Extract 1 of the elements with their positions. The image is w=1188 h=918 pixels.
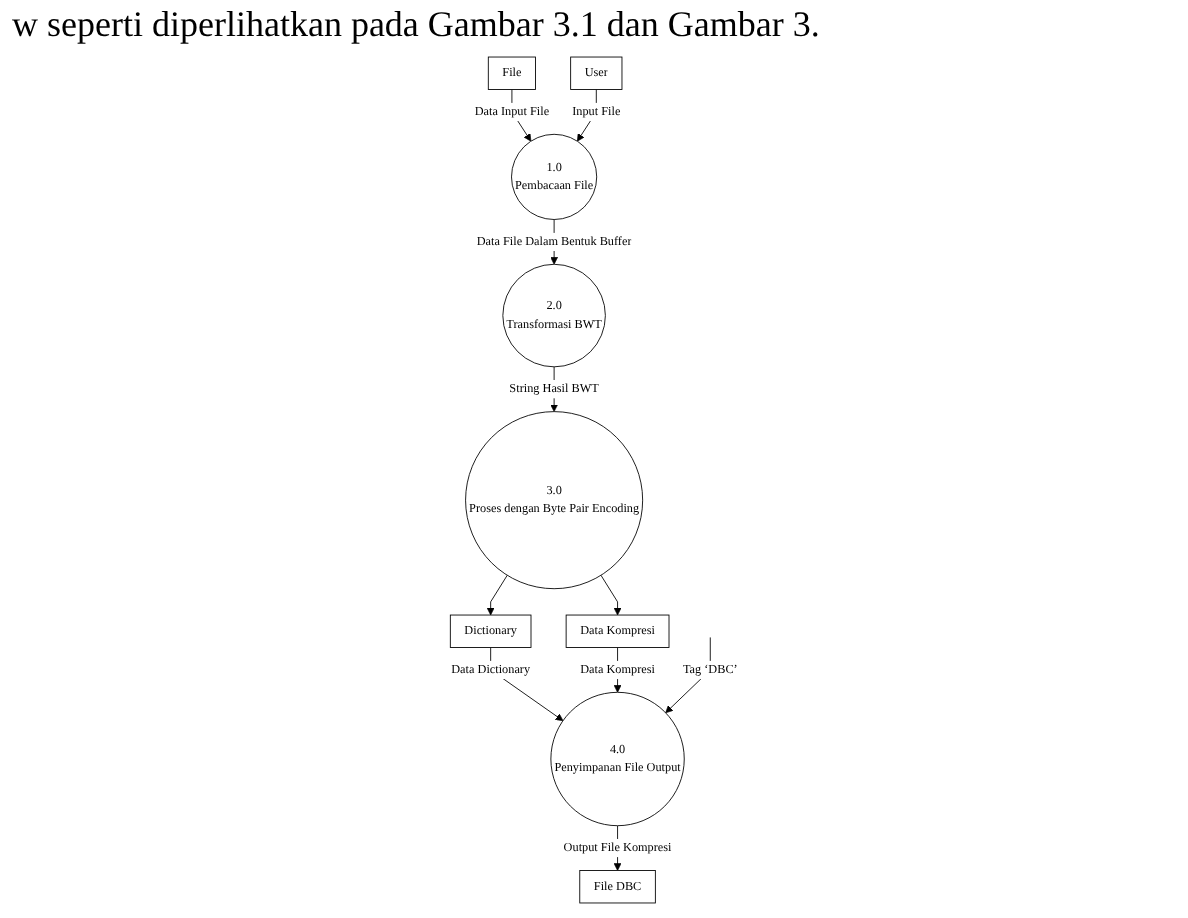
- body-text: w seperti diperlihatkan pada Gambar 3.1 dan Gambar 3.: [12, 4, 822, 46]
